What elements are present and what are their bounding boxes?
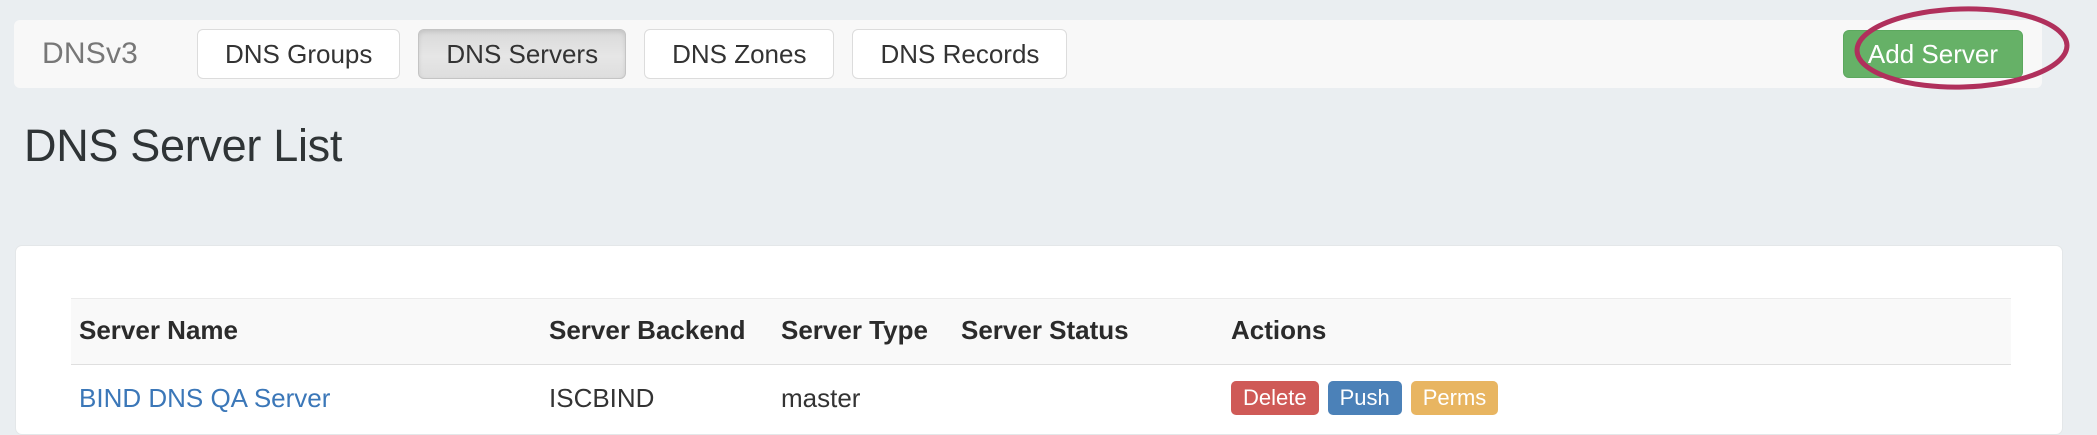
dns-server-table: Server Name Server Backend Server Type S… (71, 298, 2011, 429)
perms-button[interactable]: Perms (1410, 381, 1499, 415)
tab-dns-records[interactable]: DNS Records (852, 29, 1068, 79)
tab-dns-zones[interactable]: DNS Zones (644, 29, 835, 79)
table-body: BIND DNS QA Server ISCBIND master Delete… (71, 365, 2011, 430)
add-server-button[interactable]: Add Server (1842, 30, 2023, 78)
column-header-server-status[interactable]: Server Status (961, 315, 1129, 345)
column-header-server-backend[interactable]: Server Backend (549, 315, 746, 345)
cell-server-type: master (781, 382, 861, 413)
cell-server-name: BIND DNS QA Server (71, 365, 549, 430)
cell-server-status (961, 365, 1231, 430)
tab-dns-servers[interactable]: DNS Servers (418, 29, 627, 79)
table-header: Server Name Server Backend Server Type S… (71, 298, 2011, 365)
column-header-actions: Actions (1231, 315, 1327, 345)
server-list-card: Server Name Server Backend Server Type S… (15, 245, 2063, 435)
cell-server-backend: ISCBIND (549, 382, 655, 413)
top-navbar: DNSv3 DNS Groups DNS Servers DNS Zones D… (14, 20, 2042, 88)
page-title: DNS Server List (24, 120, 343, 171)
server-name-link[interactable]: BIND DNS QA Server (79, 382, 331, 413)
column-header-server-type[interactable]: Server Type (781, 315, 928, 345)
cell-actions: Delete Push Perms (1231, 365, 2011, 430)
delete-button[interactable]: Delete (1231, 381, 1319, 415)
nav-tab-group: DNS Groups DNS Servers DNS Zones DNS Rec… (197, 29, 1068, 79)
push-button[interactable]: Push (1327, 381, 1402, 415)
column-header-server-name[interactable]: Server Name (79, 315, 238, 345)
action-button-group: Delete Push Perms (1231, 381, 1499, 415)
brand-logo[interactable]: DNSv3 (42, 37, 139, 70)
tab-dns-groups[interactable]: DNS Groups (197, 29, 401, 79)
table-header-row: Server Name Server Backend Server Type S… (71, 298, 2011, 365)
table-row: BIND DNS QA Server ISCBIND master Delete… (71, 365, 2011, 430)
